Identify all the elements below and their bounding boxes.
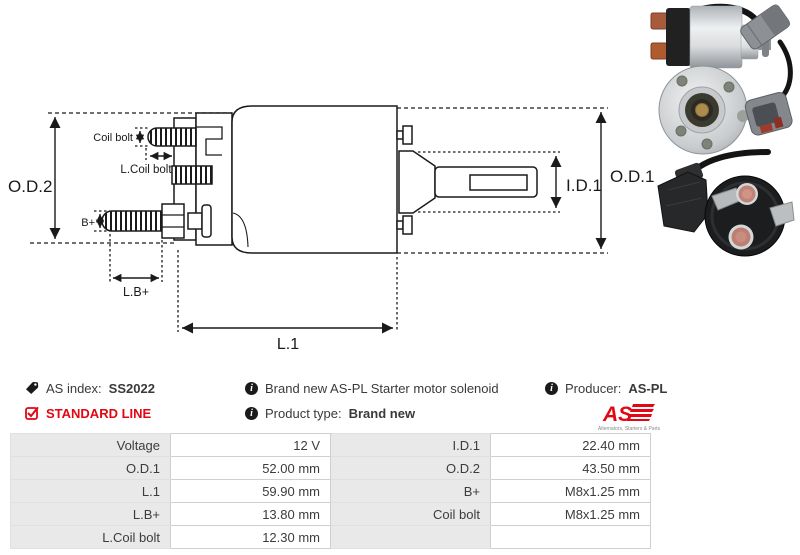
info-icon: i xyxy=(245,406,258,420)
spec-label: L.B+ xyxy=(10,502,171,526)
table-row: L.B+ 13.80 mm Coil bolt M8x1.25 mm xyxy=(10,502,651,526)
as-pl-logo: AS Alternators, Starters & Parts xyxy=(597,402,667,439)
dim-label-l-coil-bolt: L.Coil bolt xyxy=(120,164,172,176)
spec-value: 12.30 mm xyxy=(170,525,331,549)
spec-value: M8x1.25 mm xyxy=(490,502,651,526)
product-photos xyxy=(650,3,795,257)
spec-label: O.D.2 xyxy=(330,456,491,480)
spec-label: Coil bolt xyxy=(330,502,491,526)
product-info-bar: AS index: SS2022 STANDARD LINE i Brand n… xyxy=(0,376,800,432)
rear-terminal-top xyxy=(742,189,752,199)
terminal-copper-top xyxy=(650,12,668,30)
description-row: i Brand new AS-PL Starter motor solenoid xyxy=(245,380,499,396)
product-type-label: Product type: xyxy=(265,405,342,421)
dim-label-id1: I.D.1 xyxy=(566,176,602,195)
spec-label: L.Coil bolt xyxy=(10,525,171,549)
shaft-keyway xyxy=(469,174,528,191)
spec-label: O.D.1 xyxy=(10,456,171,480)
b-plus-bolt-thread xyxy=(101,210,163,232)
dim-label-od1: O.D.1 xyxy=(610,167,654,186)
product-type-row: i Product type: Brand new xyxy=(245,405,499,421)
technical-diagram: O.D.2 Coil bolt L.Coil bolt B+ L.B+ L.1 … xyxy=(8,105,654,353)
connector-plug-front xyxy=(744,92,793,136)
standard-line-label: STANDARD LINE xyxy=(46,405,152,421)
as-index-label: AS index: xyxy=(46,380,102,396)
dim-label-coil-bolt: Coil bolt xyxy=(93,132,133,144)
connector-plug-side xyxy=(740,4,791,50)
coil-terminal-thread xyxy=(171,165,213,185)
as-index-value: SS2022 xyxy=(108,380,155,396)
table-row: O.D.1 52.00 mm O.D.2 43.50 mm xyxy=(10,456,651,480)
checkbox-checked-icon xyxy=(25,407,39,420)
producer-row: i Producer: AS-PL xyxy=(545,380,667,396)
solenoid-outline xyxy=(101,105,538,254)
product-photo-rear[interactable] xyxy=(657,149,795,257)
b-plus-nut xyxy=(161,203,185,239)
spec-value: 22.40 mm xyxy=(490,433,651,457)
b-plus-stud xyxy=(187,212,203,230)
as-index-row: AS index: SS2022 xyxy=(25,380,155,396)
spec-value: 59.90 mm xyxy=(170,479,331,503)
tag-icon xyxy=(26,382,39,394)
center-bolt xyxy=(695,103,709,117)
spec-label: L.1 xyxy=(10,479,171,503)
shaft-collar xyxy=(398,150,436,214)
spec-value: M8x1.25 mm xyxy=(490,479,651,503)
spec-label: Voltage xyxy=(10,433,171,457)
table-row: Voltage 12 V I.D.1 22.40 mm xyxy=(10,433,651,457)
connector-plug-rear xyxy=(657,162,709,233)
dimension-extension-lines xyxy=(30,107,608,332)
standard-line-row: STANDARD LINE xyxy=(25,405,155,421)
rear-terminal-center xyxy=(735,231,747,243)
table-row: L.1 59.90 mm B+ M8x1.25 mm xyxy=(10,479,651,503)
spec-label: B+ xyxy=(330,479,491,503)
spec-label: I.D.1 xyxy=(330,433,491,457)
spec-value: 43.50 mm xyxy=(490,456,651,480)
info-icon: i xyxy=(245,381,258,395)
spec-table: Voltage 12 V I.D.1 22.40 mm O.D.1 52.00 … xyxy=(10,433,651,549)
producer-value: AS-PL xyxy=(628,380,668,396)
producer-label: Producer: xyxy=(565,380,622,396)
spec-label xyxy=(330,525,491,549)
dim-label-l-b-plus: L.B+ xyxy=(123,285,149,299)
logo-text: AS xyxy=(602,403,632,426)
dim-label-l1: L.1 xyxy=(277,336,299,353)
spec-value: 52.00 mm xyxy=(170,456,331,480)
solenoid-can xyxy=(689,5,743,69)
coil-bolt-thread xyxy=(147,127,197,147)
dimension-arrows xyxy=(49,112,607,334)
rear-cap xyxy=(666,8,691,66)
product-type-value: Brand new xyxy=(348,405,416,421)
table-row: L.Coil bolt 12.30 mm xyxy=(10,525,651,549)
product-photo-front[interactable] xyxy=(658,65,794,155)
spec-value: 13.80 mm xyxy=(170,502,331,526)
spec-value xyxy=(490,525,651,549)
b-plus-flange xyxy=(201,204,212,238)
terminal-copper-bottom xyxy=(650,42,668,60)
info-icon: i xyxy=(545,381,558,395)
logo-tagline: Alternators, Starters & Parts xyxy=(598,426,661,432)
product-description: Brand new AS-PL Starter motor solenoid xyxy=(265,380,499,396)
dim-label-od2: O.D.2 xyxy=(8,177,52,196)
solenoid-body xyxy=(231,105,398,254)
dim-label-b-plus: B+ xyxy=(81,217,95,229)
spec-value: 12 V xyxy=(170,433,331,457)
